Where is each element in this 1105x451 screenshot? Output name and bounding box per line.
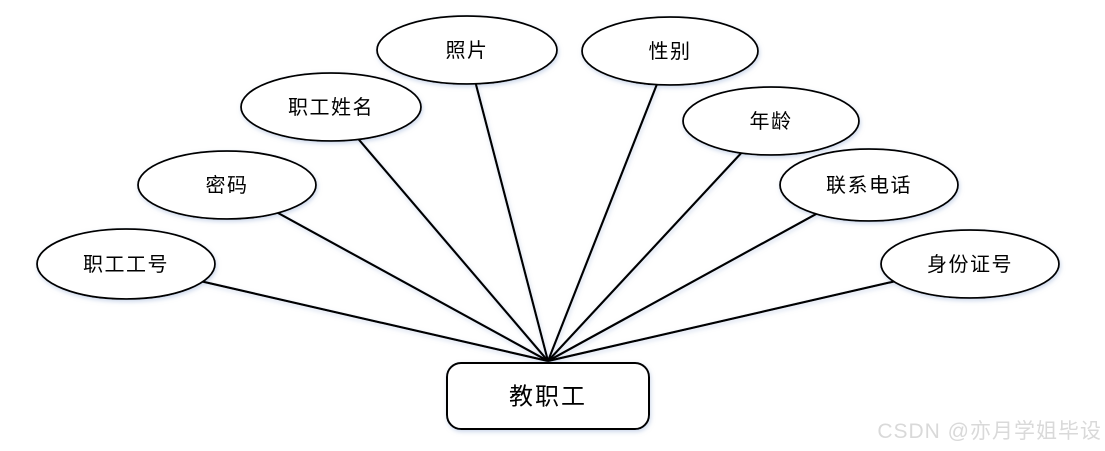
attribute-label-password: 密码 — [206, 173, 249, 197]
connector-line-staff-name — [330, 106, 549, 362]
attribute-label-photo: 照片 — [446, 38, 489, 62]
attribute-node-password — [137, 150, 317, 220]
connector-line-gender — [546, 50, 672, 362]
attribute-node-staff-id — [36, 228, 216, 300]
attribute-label-staff-name: 职工姓名 — [288, 95, 374, 119]
entity-box — [446, 362, 650, 430]
diagram-shapes — [36, 15, 1060, 430]
attribute-node-photo — [376, 15, 558, 85]
attribute-node-id-card — [880, 229, 1060, 299]
connector-line-password — [226, 184, 549, 362]
connector-line-age — [547, 120, 772, 362]
attribute-label-age: 年龄 — [750, 109, 793, 133]
attribute-node-gender — [581, 16, 759, 86]
attribute-node-age — [682, 86, 860, 156]
entity-label: 教职工 — [509, 383, 587, 411]
attribute-node-staff-name — [240, 72, 422, 142]
attribute-label-phone: 联系电话 — [826, 173, 912, 197]
attribute-label-id-card: 身份证号 — [927, 252, 1013, 276]
watermark: CSDN @亦月学姐毕设 — [877, 420, 1102, 443]
attribute-label-gender: 性别 — [649, 39, 692, 63]
connector-line-photo — [465, 49, 550, 362]
attribute-label-staff-id: 职工工号 — [83, 252, 169, 276]
attribute-node-phone — [779, 148, 959, 222]
